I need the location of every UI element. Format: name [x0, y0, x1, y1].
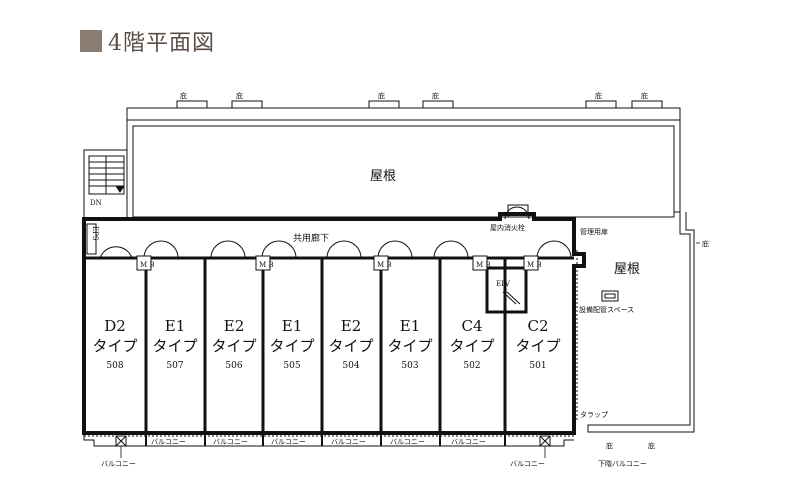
balcony-leaders	[120, 242, 700, 458]
management-door-label: 管理用扉	[580, 227, 608, 236]
eave-label: 庇	[641, 91, 648, 100]
eave-label: 庇	[702, 239, 709, 248]
mb-label: M B	[140, 261, 155, 269]
balcony-dividers	[145, 433, 506, 446]
trap-label: タラップ	[580, 410, 608, 419]
unit-type: C2	[527, 317, 548, 335]
eave-label: 庇	[432, 91, 439, 100]
unit-508: D2 タイプ 508	[92, 317, 137, 371]
mb-label: M B	[527, 261, 542, 269]
elevator-label: ELV	[496, 280, 511, 288]
dn-label: DN	[90, 199, 102, 207]
hydrant-label: 屋内消火栓	[490, 223, 525, 232]
unit-503: E1 タイプ 503	[387, 317, 432, 371]
unit-type-suffix: タイプ	[211, 337, 256, 355]
unit-number: 505	[283, 361, 300, 371]
unit-type-suffix: タイプ	[152, 337, 197, 355]
balcony-label: バルコニー	[151, 438, 186, 446]
unit-type: E2	[341, 317, 362, 335]
unit-number: 504	[342, 361, 359, 371]
staircase	[83, 149, 128, 219]
balcony-label: バルコニー	[213, 438, 248, 446]
unit-type-suffix: タイプ	[92, 337, 137, 355]
lower-balcony-label: 下階バルコニー	[598, 459, 647, 468]
unit-type-suffix: タイプ	[328, 337, 373, 355]
unit-504: E2 タイプ 504	[328, 317, 373, 371]
mb-label: M B	[259, 261, 274, 269]
unit-number: 507	[166, 361, 183, 371]
unit-number: 506	[225, 361, 242, 371]
mb-label: M B	[377, 261, 392, 269]
page-title: 4階平面図	[108, 31, 215, 56]
balcony-label: バルコニー	[271, 438, 306, 446]
unit-type: E1	[165, 317, 186, 335]
unit-type-suffix: タイプ	[269, 337, 314, 355]
corridor-label: 共用廊下	[293, 232, 329, 244]
balcony-label: バルコニー	[510, 460, 545, 468]
unit-type-suffix: タイプ	[449, 337, 494, 355]
roof-label: 屋根	[370, 169, 396, 184]
eave-label: 庇	[606, 441, 613, 450]
hydrant-box	[507, 204, 529, 218]
unit-type: E1	[282, 317, 303, 335]
equipment-space-label: 設備配管スペース	[579, 305, 634, 314]
eave-label: 庇	[595, 91, 602, 100]
unit-number: 503	[401, 361, 418, 371]
unit-507: E1 タイプ 507	[152, 317, 197, 371]
eave-label: 庇	[378, 91, 385, 100]
side-roof-label: 屋根	[614, 262, 640, 277]
unit-number: 501	[529, 361, 546, 371]
unit-501: C2 タイプ 501	[515, 317, 560, 371]
unit-type-suffix: タイプ	[515, 337, 560, 355]
unit-502: C4 タイプ 502	[449, 317, 494, 371]
eave-label: 庇	[648, 441, 655, 450]
roof-outline	[126, 107, 681, 218]
building-walls	[82, 212, 586, 435]
unit-type: C4	[461, 317, 482, 335]
elevator-shaft	[485, 266, 528, 314]
unit-type-suffix: タイプ	[387, 337, 432, 355]
unit-506: E2 タイプ 506	[211, 317, 256, 371]
balcony-label: バルコニー	[390, 438, 425, 446]
eps-label: EPS	[91, 226, 99, 241]
unit-number: 502	[463, 361, 480, 371]
floor-plan-title: 4階平面図	[80, 28, 215, 56]
unit-type: D2	[104, 317, 126, 335]
unit-type: E2	[224, 317, 245, 335]
unit-partitions	[144, 258, 507, 433]
title-marker-square	[80, 30, 102, 52]
balcony-label: バルコニー	[331, 438, 366, 446]
top-eaves	[176, 100, 663, 109]
eps-box	[86, 223, 97, 255]
mb-boxes	[136, 255, 539, 271]
balcony-label: バルコニー	[101, 460, 136, 468]
right-roof-outline	[576, 211, 695, 433]
unit-type: E1	[400, 317, 421, 335]
eave-label: 庇	[180, 91, 187, 100]
unit-number: 508	[106, 361, 123, 371]
balcony-label: バルコニー	[451, 438, 486, 446]
mb-label: M B	[476, 261, 491, 269]
eave-label: 庇	[236, 91, 243, 100]
unit-505: E1 タイプ 505	[269, 317, 314, 371]
